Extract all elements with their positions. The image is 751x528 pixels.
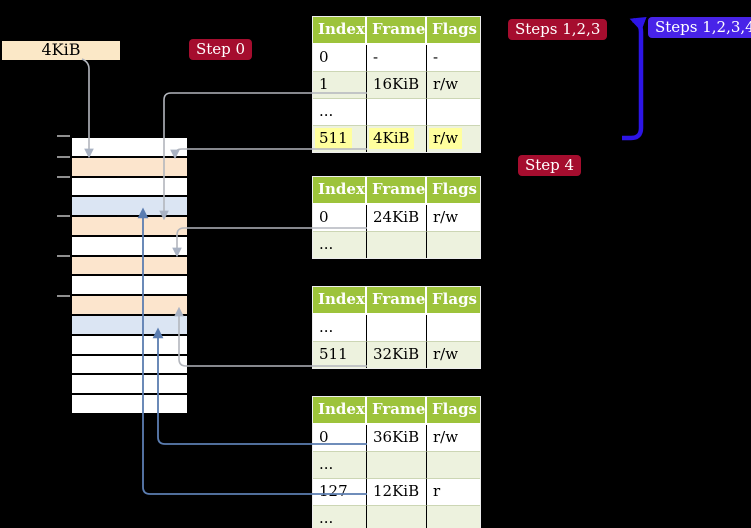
page-table-level3: Index Frame Flags 0 24KiB r/w ... (312, 176, 481, 259)
table-row: 127 12KiB r (313, 478, 480, 505)
flags-cell (427, 315, 480, 341)
physical-memory-column (70, 136, 189, 415)
memory-frame (72, 217, 187, 235)
memory-frame (72, 177, 187, 196)
table-row: 1 16KiB r/w (313, 71, 480, 98)
step0-label: Step 0 (189, 39, 253, 60)
page-table-level2: Index Frame Flags ... 511 32KiB r/w (312, 286, 481, 369)
flags-cell: r/w (427, 125, 480, 152)
table-row: ... (313, 98, 480, 125)
flags-cell: r/w (433, 208, 459, 226)
flags-cell (427, 231, 480, 258)
memory-frame (72, 157, 187, 176)
flags-cell: r (427, 478, 480, 505)
table-header-row: Index Frame Flags (313, 177, 480, 205)
column-header: Flags (427, 17, 480, 45)
index-cell: 1 (313, 71, 367, 98)
flags-cell (427, 451, 480, 478)
tick-mark (57, 215, 70, 217)
column-header: Flags (427, 177, 480, 205)
step4-label: Step 4 (518, 155, 582, 176)
flags-cell: r/w (427, 341, 480, 368)
frame-cell (367, 451, 427, 478)
index-cell: 0 (313, 45, 367, 71)
frame-cell (367, 231, 427, 258)
column-header: Flags (427, 397, 480, 425)
column-header: Index (313, 17, 367, 45)
index-cell: ... (313, 231, 367, 258)
memory-frame (72, 355, 187, 374)
flags-cell: r/w (433, 428, 459, 446)
index-cell: ... (313, 451, 367, 478)
index-cell: 511 (313, 125, 367, 152)
highlight: r/w (429, 128, 463, 149)
flags-cell (427, 505, 480, 528)
column-header: Frame (367, 287, 427, 315)
column-header: Index (313, 287, 367, 315)
frame-cell: 36KiB (367, 425, 427, 451)
column-header: Frame (367, 397, 427, 425)
frame-cell: - (367, 45, 427, 71)
table-row: ... (313, 505, 480, 528)
memory-frame (72, 138, 187, 156)
page-size-box: 4KiB (2, 41, 120, 60)
memory-frame (72, 197, 187, 216)
frame-cell: 16KiB (367, 71, 427, 98)
frame-cell (367, 98, 427, 125)
table-header-row: Index Frame Flags (313, 287, 480, 315)
page-table-level1: Index Frame Flags 0 36KiB r/w ... 127 12… (312, 396, 481, 528)
frame-cell: 24KiB (367, 205, 427, 231)
memory-frame (72, 236, 187, 255)
table-row: 511 32KiB r/w (313, 341, 480, 368)
tick-mark (57, 176, 70, 178)
steps1234-label: Steps 1,2,3,4 (648, 17, 751, 38)
highlight: 511 (315, 128, 352, 149)
table-header-row: Index Frame Flags (313, 397, 480, 425)
tick-mark (57, 255, 70, 257)
table-row: ... (313, 231, 480, 258)
highlight: 4KiB (369, 128, 414, 149)
tick-mark (57, 295, 70, 297)
steps123-label: Steps 1,2,3 (508, 19, 608, 40)
arrow-steps-cycle (622, 16, 647, 141)
frame-cell: 12KiB (367, 478, 427, 505)
table-row: ... (313, 315, 480, 341)
table-row-highlighted: 511 4KiB r/w (313, 125, 480, 152)
memory-frame (72, 316, 187, 334)
index-cell: 0 (313, 205, 367, 231)
table-header-row: Index Frame Flags (313, 17, 480, 45)
column-header: Flags (427, 287, 480, 315)
memory-frame (72, 335, 187, 354)
index-cell: 0 (313, 425, 367, 451)
memory-frame (72, 276, 187, 295)
memory-frame (72, 395, 187, 413)
flags-cell: r/w (427, 71, 480, 98)
index-cell: ... (313, 505, 367, 528)
memory-frame (72, 256, 187, 275)
table-row: 0 24KiB r/w (313, 205, 480, 231)
frame-cell (367, 505, 427, 528)
index-cell: ... (313, 315, 367, 341)
table-row: ... (313, 451, 480, 478)
tick-mark (57, 156, 70, 158)
tick-mark (57, 135, 70, 137)
frame-cell: 4KiB (367, 125, 427, 152)
flags-cell (427, 98, 480, 125)
flags-cell: - (433, 48, 439, 66)
page-table-level4: Index Frame Flags 0 - - 1 16KiB r/w ... … (312, 16, 481, 153)
memory-frame (72, 375, 187, 394)
index-cell: 511 (313, 341, 367, 368)
memory-frame (72, 296, 187, 315)
table-row: 0 - - (313, 45, 480, 71)
frame-cell: 32KiB (367, 341, 427, 368)
table-row: 0 36KiB r/w (313, 425, 480, 451)
column-header: Index (313, 397, 367, 425)
frame-cell (367, 315, 427, 341)
index-cell: 127 (313, 478, 367, 505)
column-header: Index (313, 177, 367, 205)
column-header: Frame (367, 17, 427, 45)
index-cell: ... (313, 98, 367, 125)
column-header: Frame (367, 177, 427, 205)
